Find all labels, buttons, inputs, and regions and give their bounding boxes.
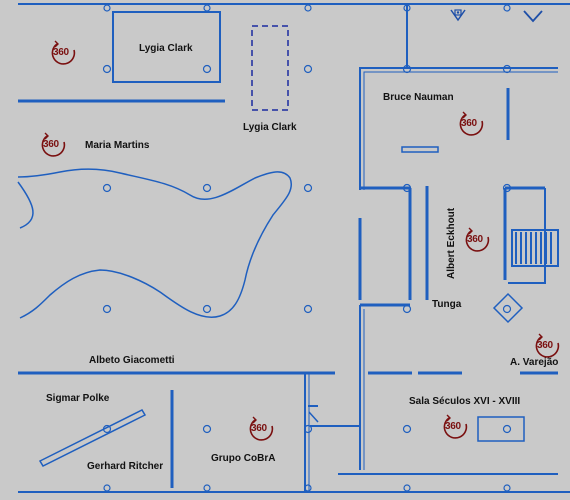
room-label-maria-martins[interactable]: Maria Martins bbox=[85, 140, 150, 151]
lygia-clark-box bbox=[112, 11, 221, 83]
panorama-360-icon[interactable]: 360 bbox=[532, 333, 562, 359]
room-label-sigmar-polke[interactable]: Sigmar Polke bbox=[46, 393, 110, 404]
room-label-sala-seculos[interactable]: Sala Séculos XVI - XVIII bbox=[409, 396, 521, 407]
room-label-bruce-nauman[interactable]: Bruce Nauman bbox=[383, 92, 454, 103]
lygia-clark-dashed-room bbox=[251, 25, 289, 111]
panorama-360-icon[interactable]: 360 bbox=[462, 227, 492, 253]
room-label-lygia-clark[interactable]: Lygia Clark bbox=[139, 43, 193, 54]
panorama-360-icon[interactable]: 360 bbox=[246, 416, 276, 442]
panorama-360-icon[interactable]: 360 bbox=[48, 40, 78, 66]
room-label-albeto-giacometti[interactable]: Albeto Giacometti bbox=[89, 355, 175, 366]
room-label-tunga[interactable]: Tunga bbox=[432, 299, 462, 310]
wall-bruce-nauman-inner bbox=[363, 71, 558, 190]
column-markers bbox=[102, 4, 512, 492]
panorama-360-icon[interactable]: 360 bbox=[440, 414, 470, 440]
panorama-360-icon[interactable]: 360 bbox=[38, 132, 68, 158]
room-label-grupo-cobra[interactable]: Grupo CoBrA bbox=[211, 453, 276, 464]
chevron-down-icon[interactable] bbox=[522, 8, 544, 24]
room-label-lygia-clark-2[interactable]: Lygia Clark bbox=[243, 122, 297, 133]
map-pin-icon[interactable] bbox=[449, 7, 467, 23]
room-label-albert-eckhout[interactable]: Albert Eckhout bbox=[446, 207, 457, 279]
room-label-a-varejao[interactable]: A. Varejão bbox=[510, 357, 559, 368]
wall-bruce-nauman bbox=[359, 67, 558, 190]
room-label-gerhard-ritcher[interactable]: Gerhard Ritcher bbox=[87, 461, 164, 472]
panorama-360-icon[interactable]: 360 bbox=[456, 111, 486, 137]
